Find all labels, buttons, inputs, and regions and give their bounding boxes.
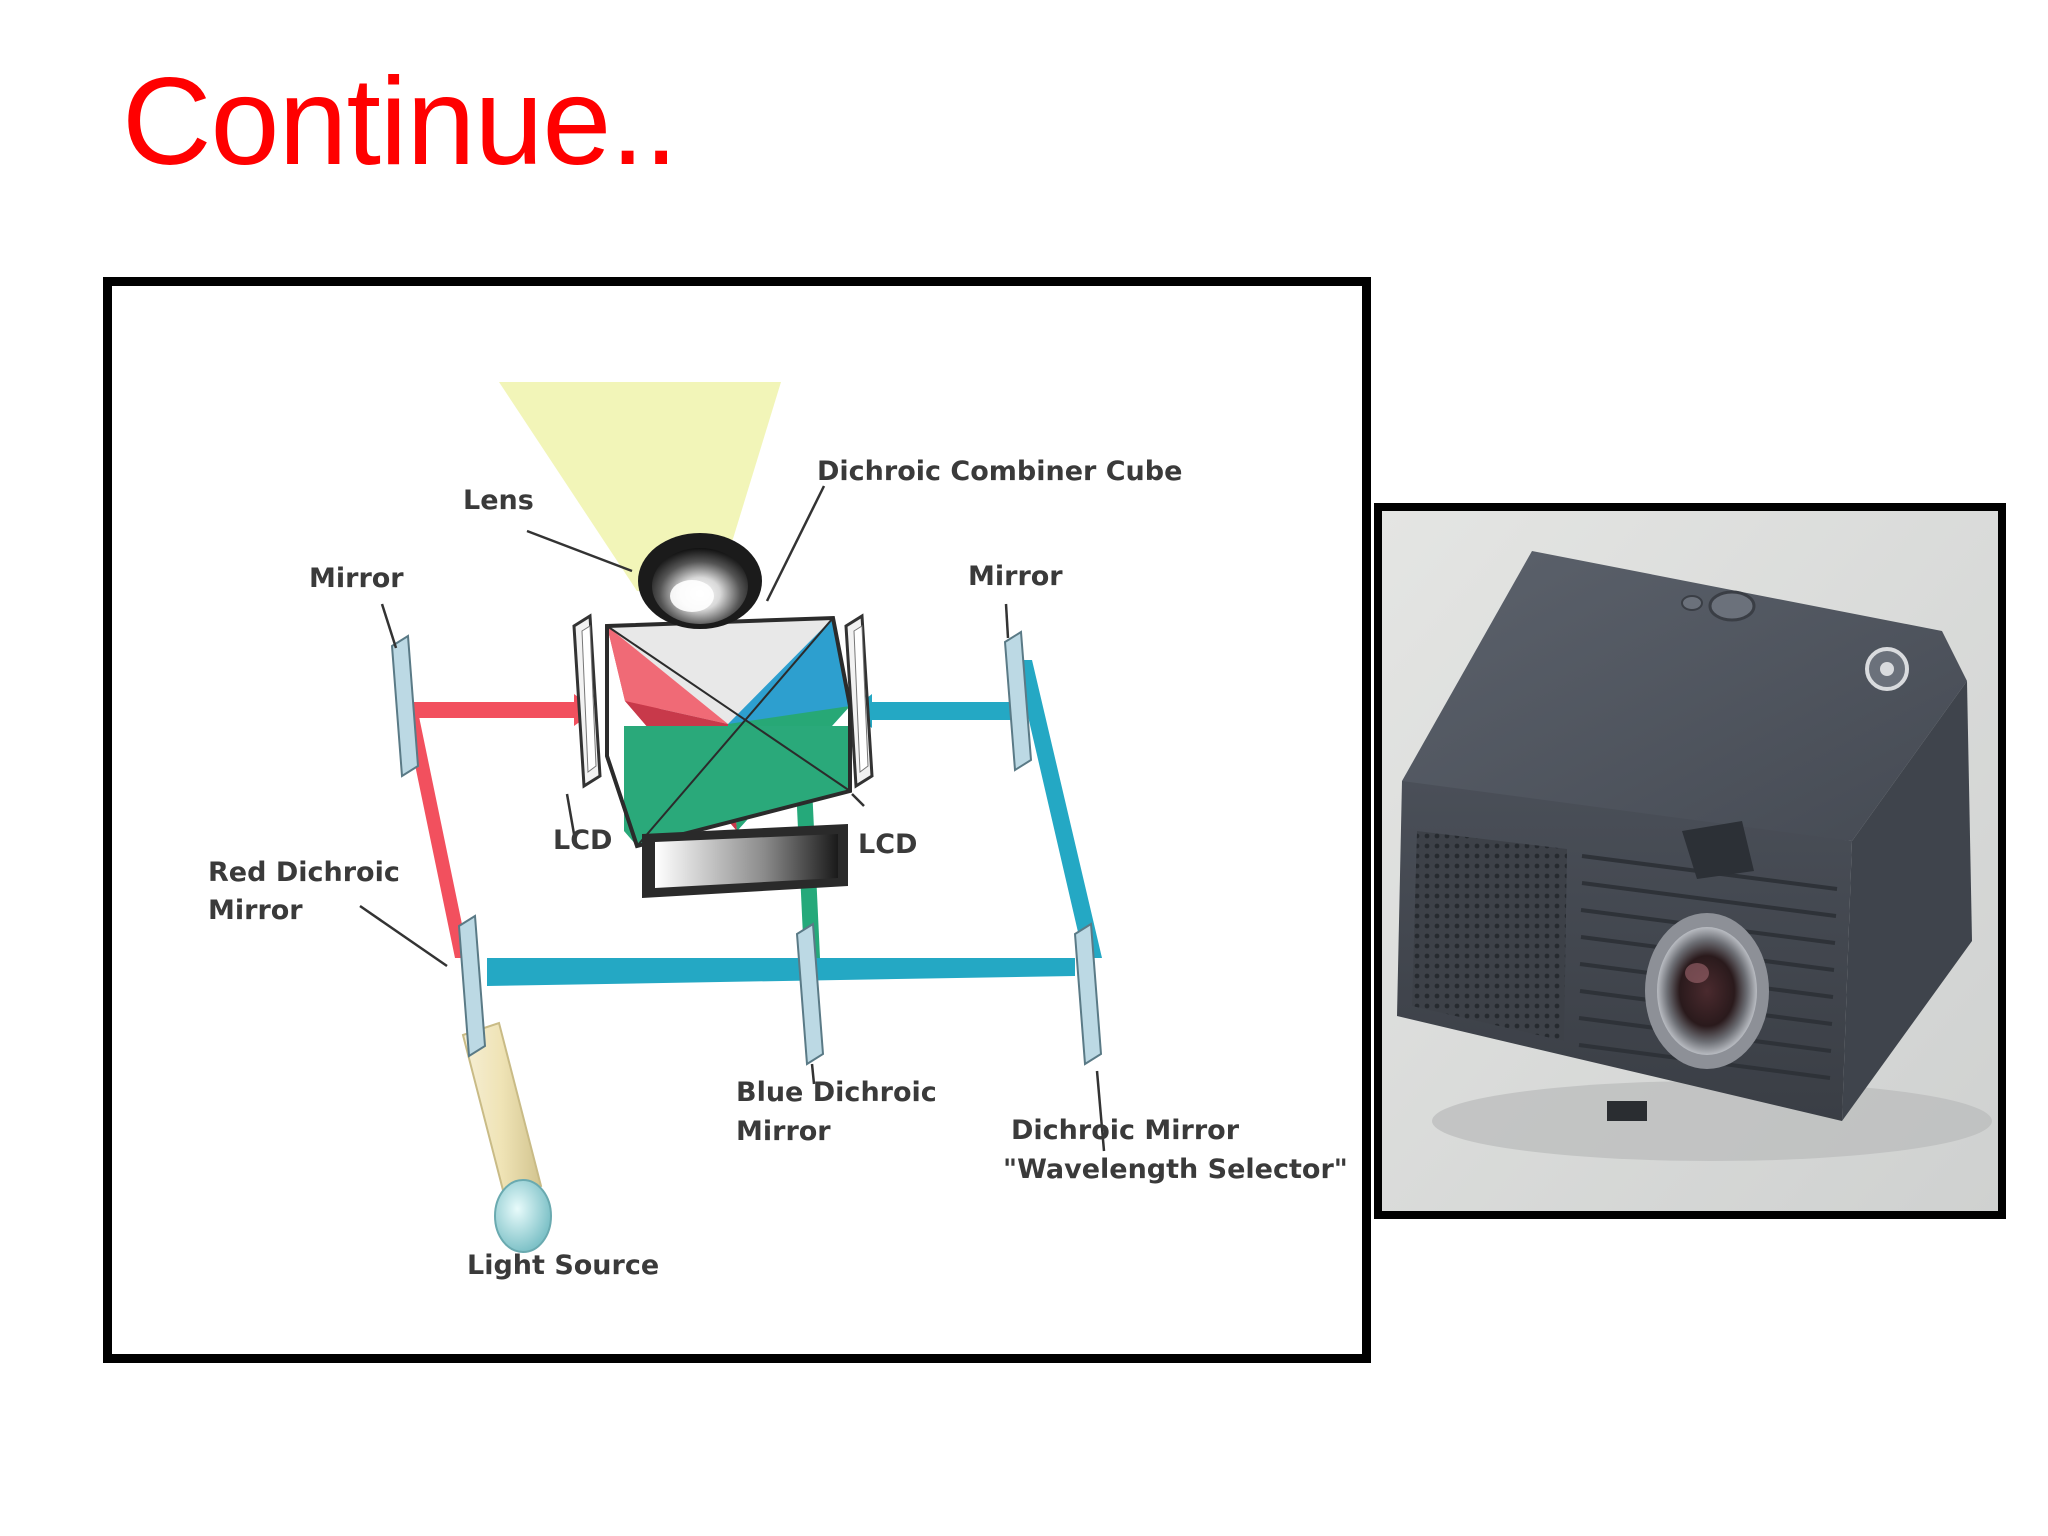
projector-illustration	[1382, 511, 1998, 1211]
mirror-right	[1003, 630, 1033, 772]
red-beam-horizontal	[409, 702, 574, 718]
focus-ring	[1682, 821, 1754, 879]
label-blue-dichroic-mirror-line1: Blue Dichroic	[736, 1077, 937, 1108]
lcd-projector-diagram: Dichroic Combiner Cube Lens Mirror Mirro…	[103, 277, 1371, 1363]
label-mirror-left: Mirror	[309, 563, 404, 594]
lcd-right	[844, 613, 874, 789]
label-blue-dichroic-mirror-line2: Mirror	[736, 1116, 831, 1147]
projector-side	[1842, 681, 1972, 1121]
light-source	[461, 1021, 552, 1253]
lcd-left	[572, 613, 602, 789]
projector-photo	[1374, 503, 2006, 1219]
dichroic-combiner-cube	[605, 615, 852, 849]
projector-foot	[1607, 1101, 1647, 1121]
label-red-dichroic-mirror-line2: Mirror	[208, 895, 303, 926]
label-dichroic-mirror-line1: Dichroic Mirror	[1011, 1115, 1240, 1146]
projection-lens	[638, 533, 762, 629]
leader-lines	[359, 485, 1106, 1152]
label-dichroic-mirror-line2: "Wavelength Selector"	[1003, 1154, 1348, 1185]
red-dichroic-mirror	[457, 914, 487, 1058]
label-mirror-right: Mirror	[968, 561, 1063, 592]
cyan-beam-top-right	[872, 702, 1022, 720]
slide-title: Continue..	[122, 53, 678, 191]
label-dichroic-combiner-cube: Dichroic Combiner Cube	[817, 456, 1182, 487]
top-controls	[1681, 590, 1909, 691]
label-lcd-right: LCD	[858, 829, 917, 860]
wavelength-selector-mirror	[1073, 922, 1103, 1066]
projector-top	[1402, 551, 1967, 841]
label-light-source: Light Source	[467, 1250, 659, 1281]
projector-lens	[1645, 913, 1769, 1069]
lcd-bottom	[642, 824, 848, 898]
vent-grill	[1412, 831, 1567, 1041]
blue-dichroic-mirror	[795, 922, 825, 1066]
diagram-canvas: Dichroic Combiner Cube Lens Mirror Mirro…	[208, 382, 1348, 1281]
cyan-beam-right	[1015, 660, 1102, 958]
label-lens: Lens	[463, 485, 534, 516]
label-red-dichroic-mirror-line1: Red Dichroic	[208, 857, 400, 888]
cyan-beam-bottom	[487, 958, 1075, 986]
mirror-left	[390, 634, 420, 778]
label-lcd-left: LCD	[553, 825, 612, 856]
